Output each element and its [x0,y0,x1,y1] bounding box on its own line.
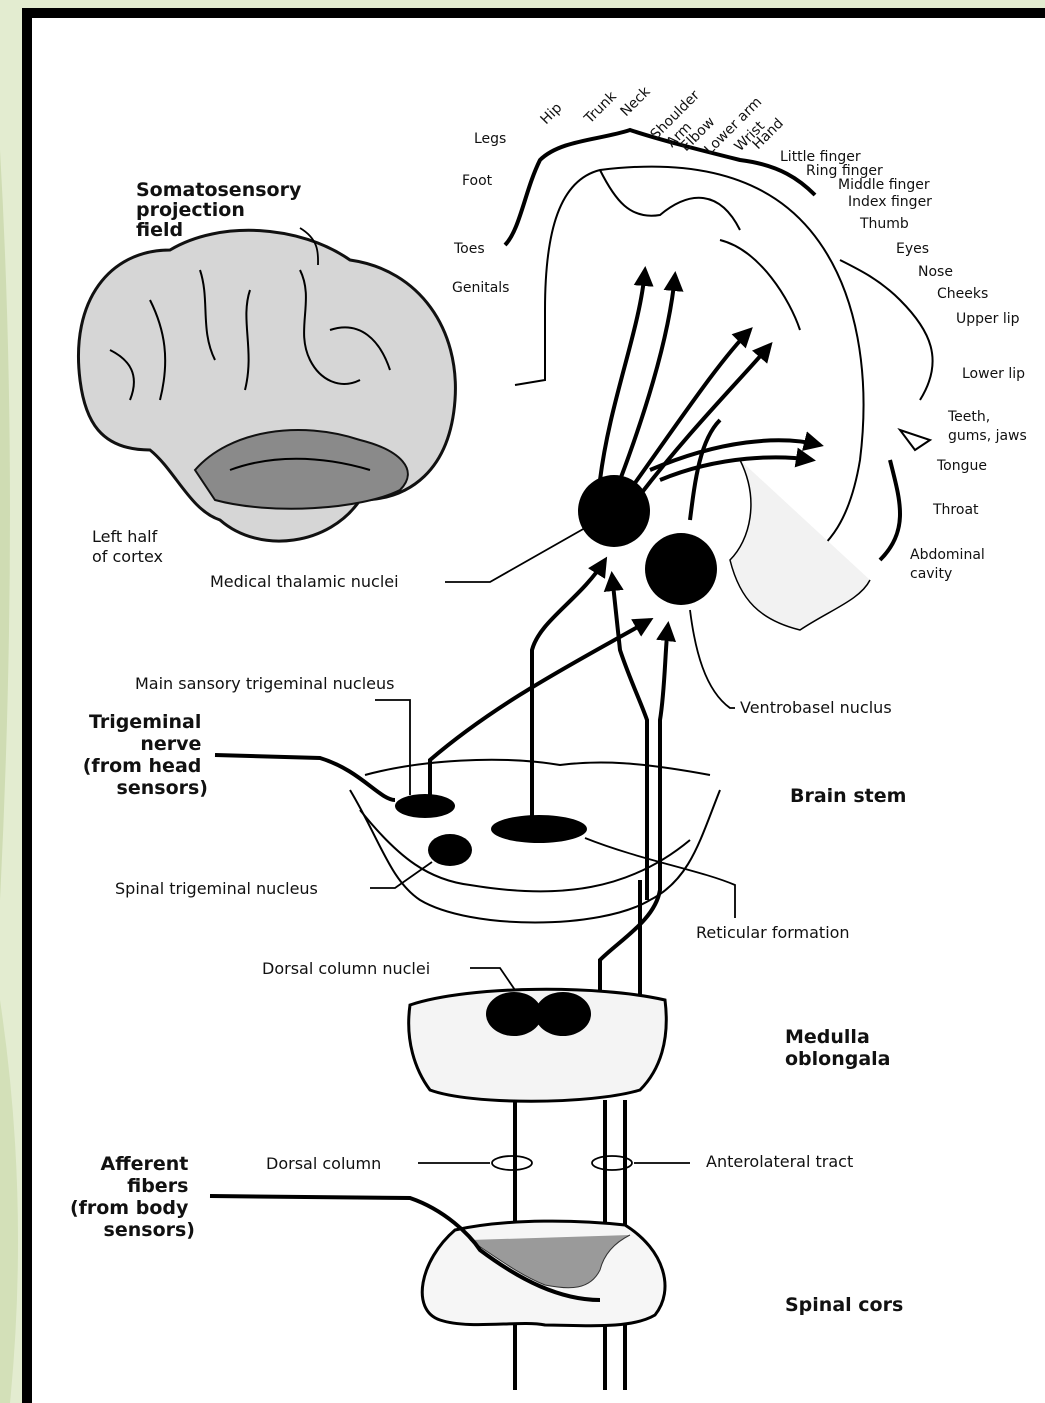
medical-thalamic-nuclei-label: Medical thalamic nuclei [210,572,399,591]
svg-text:Eyes: Eyes [896,241,929,257]
dorsal-column-ring [492,1156,532,1170]
spinal-cors-label: Spinal cors [785,1294,903,1316]
abdominal-cavity-label: Abdominal cavity [910,547,989,582]
dorsal-column-nucleus-left [486,992,542,1036]
dorsal-column-label: Dorsal column [266,1154,381,1173]
dorsal-column-nuclei-leader [470,968,515,990]
medial-thalamic-leader [445,528,585,582]
trigeminal-nerve-label: Trigeminal nerve (from head sensors) [83,711,208,799]
left-half-of-cortex-label: Left half of cortex [92,527,163,566]
ventrobasel-nuclus-label: Ventrobasel nuclus [740,698,892,717]
svg-text:Index finger: Index finger [848,194,932,210]
brain-illustration [78,230,455,541]
svg-text:Throat: Throat [932,502,979,518]
svg-text:Foot: Foot [462,173,493,189]
medial-thalamic-nucleus [578,475,650,547]
teeth-gums-jaws-label: Teeth, gums, jaws [947,409,1027,444]
svg-text:Legs: Legs [474,131,506,147]
svg-text:Cheeks: Cheeks [937,286,988,302]
svg-text:Lower lip: Lower lip [962,366,1025,382]
brain-stem-label: Brain stem [790,785,906,807]
svg-text:Thumb: Thumb [859,216,909,232]
trigeminal-nerve-fiber [215,755,395,800]
spinal-trigeminal-nucleus-label: Spinal trigeminal nucleus [115,879,318,898]
ventrobasal-leader [690,610,735,708]
medulla-oblongala-label: Medulla oblongala [785,1026,891,1070]
svg-text:Upper lip: Upper lip [956,311,1020,327]
svg-text:Tongue: Tongue [936,458,987,474]
main-sensory-trigeminal-nucleus [395,794,455,818]
svg-text:Middle finger: Middle finger [838,177,930,193]
ventrobasal-nucleus [645,533,717,605]
svg-text:Nose: Nose [918,264,953,280]
main-sensory-leader [375,700,410,795]
dorsal-column-nuclei-label: Dorsal column nuclei [262,959,430,978]
reticular-formation-label: Reticular formation [696,923,850,942]
reticular-formation-nucleus [491,815,587,843]
svg-text:Trunk: Trunk [581,88,621,128]
spinal-trigeminal-nucleus [428,834,472,866]
anterolateral-tract-label: Anterolateral tract [706,1152,853,1171]
dorsal-column-nucleus-right [535,992,591,1036]
svg-text:Neck: Neck [618,83,655,120]
main-sensory-trigeminal-nucleus-label: Main sansory trigeminal nucleus [135,674,394,693]
spinal-trigeminal-leader [370,862,432,888]
svg-text:Hip: Hip [538,100,566,128]
svg-text:Toes: Toes [453,241,485,257]
afferent-fibers-label: Afferent fibers (from body sensors) [70,1153,195,1241]
svg-text:Genitals: Genitals [452,280,509,296]
